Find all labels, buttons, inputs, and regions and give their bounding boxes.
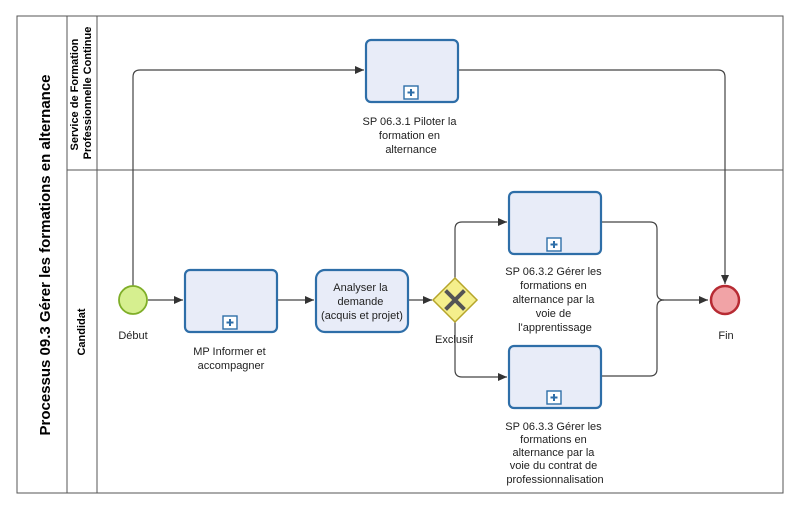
label-line: Début [118, 330, 147, 342]
label-line: formations en [520, 434, 587, 446]
label-line: accompagner [198, 360, 265, 372]
label-line: SP 06.3.3 Gérer les [505, 421, 602, 433]
label-line: voie de [536, 308, 571, 320]
label-line: l'apprentissage [518, 322, 592, 334]
label-line: voie du contrat de [510, 460, 597, 472]
label-line: alternance par la [512, 294, 595, 306]
end-event-label: Fin [718, 330, 733, 342]
lane-title-line: Professionnelle Continue [82, 27, 94, 160]
end-event[interactable]: Fin [709, 284, 741, 342]
lane-candidat: Candidat [66, 169, 784, 494]
label-line: alternance par la [512, 447, 595, 459]
task-analyser-label: Analyser la demande (acquis et projet) [321, 282, 403, 322]
flow-gateway-to-contrat [454, 322, 507, 381]
pool-title: Processus 09.3 Gérer les formations en a… [37, 74, 54, 435]
task-analyser[interactable]: Analyser la demande (acquis et projet) [314, 268, 410, 334]
subprocess-apprentissage-label: SP 06.3.2 Gérer les formations en altern… [505, 266, 604, 334]
label-line: Exclusif [435, 334, 474, 346]
label-line: Fin [718, 330, 733, 342]
label-line: demande [338, 296, 384, 308]
subprocess-contrat-label: SP 06.3.3 Gérer les formations en altern… [505, 421, 604, 486]
expand-icon[interactable] [403, 85, 419, 100]
label-line: SP 06.3.2 Gérer les [505, 266, 602, 278]
flow-contrat-to-end [602, 299, 665, 377]
lane-title-service: Service de Formation Professionnelle Con… [69, 27, 94, 160]
subprocess-apprentissage[interactable]: SP 06.3.2 Gérer les formations en altern… [505, 190, 604, 334]
flow-gateway-to-apprentissage [454, 218, 507, 278]
sequence-flows [132, 66, 729, 381]
gateway-label: Exclusif [435, 334, 474, 346]
subprocess-piloter[interactable]: SP 06.3.1 Piloter la formation en altern… [362, 38, 460, 156]
flow-start-to-piloter [132, 66, 364, 286]
expand-icon[interactable] [546, 237, 562, 252]
lane-title-line: Service de Formation [69, 38, 81, 150]
subprocess-informer[interactable]: MP Informer et accompagner [183, 268, 279, 372]
label-line: formations en [520, 280, 587, 292]
flow-piloter-to-end [458, 69, 729, 284]
start-event[interactable]: Début [118, 285, 148, 342]
start-event-label: Début [118, 330, 147, 342]
label-line: (acquis et projet) [321, 310, 403, 322]
x-icon [444, 289, 466, 311]
label-line: MP Informer et [193, 346, 266, 358]
label-line: Analyser la [333, 282, 388, 294]
label-line: formation en [379, 130, 440, 142]
label-line: alternance [385, 144, 436, 156]
subprocess-piloter-label: SP 06.3.1 Piloter la formation en altern… [362, 116, 459, 156]
lane-title-candidat: Candidat [76, 308, 88, 355]
lane-service: Service de Formation Professionnelle Con… [66, 15, 784, 171]
expand-icon[interactable] [222, 315, 238, 330]
flow-apprentissage-to-end [602, 221, 708, 304]
expand-icon[interactable] [546, 390, 562, 405]
subprocess-informer-label: MP Informer et accompagner [193, 346, 269, 372]
label-line: SP 06.3.1 Piloter la [362, 116, 457, 128]
label-line: professionnalisation [506, 474, 603, 486]
lane-title-line: Candidat [76, 308, 88, 355]
exclusive-gateway[interactable]: Exclusif [431, 276, 479, 346]
subprocess-contrat[interactable]: SP 06.3.3 Gérer les formations en altern… [505, 344, 604, 486]
